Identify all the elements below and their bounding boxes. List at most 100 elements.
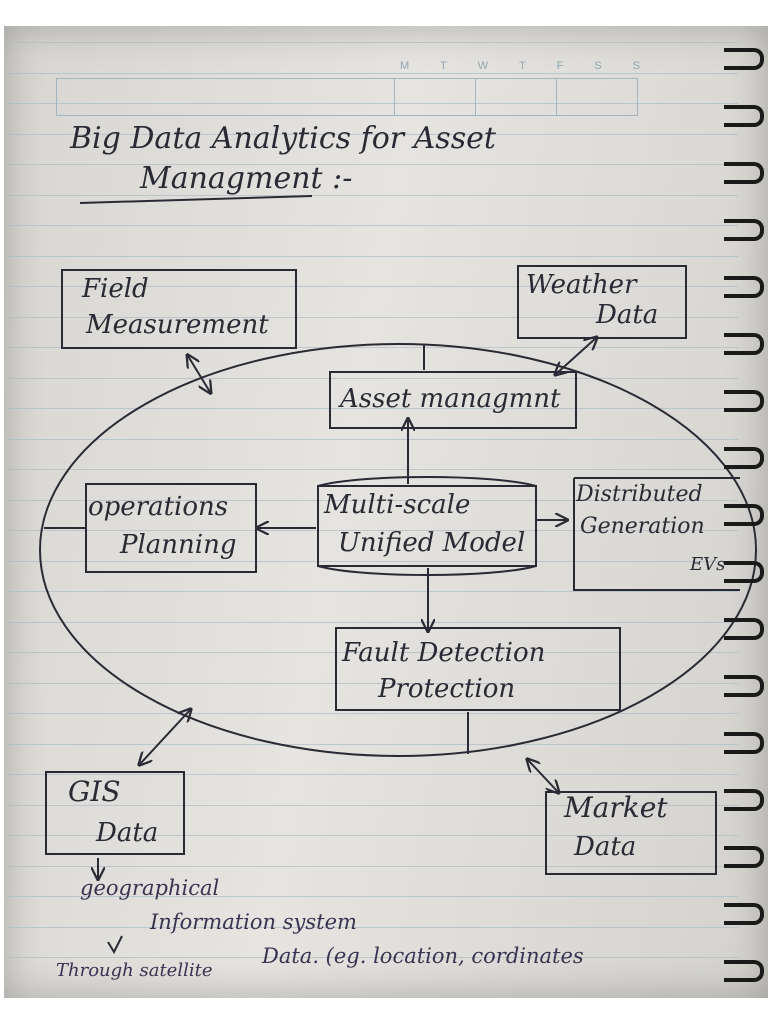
ruled-line [8,499,738,501]
ruled-line [8,133,738,135]
date-cell [395,79,477,115]
weather-data-label-2: Data [596,300,659,330]
connector-arrow [556,338,596,374]
ruled-line [8,957,738,958]
ruled-line [8,835,738,836]
title-underline [79,195,313,204]
gis-data-label-2: Data [96,818,159,848]
weekday-label: T [440,60,447,72]
date-box-row [56,78,638,116]
ruled-line [8,255,738,257]
weekday-label: T [519,60,526,72]
ruled-line [8,682,738,684]
ruled-line [8,347,738,348]
page-title-line2: Managment :- [140,161,353,196]
system-ellipse [39,343,757,757]
weekday-label: S [594,60,602,72]
operations-planning-label-2: Planning [120,530,237,560]
gis-data-box [45,771,185,855]
spiral-coil [724,105,764,127]
spiral-coil [724,333,764,355]
ruled-line [8,469,738,470]
spiral-coil [724,618,764,640]
fault-detection-box [335,627,621,711]
distributed-generation-label-2: Generation [580,514,705,539]
ruled-line [8,774,738,775]
ruled-line [8,896,738,897]
footnote-right: Data. (eg. location, cordinates [262,944,584,968]
weather-data-box [517,265,687,339]
market-data-label-1: Market [564,791,668,824]
field-measurement-label-1: Field [82,274,149,304]
ruled-line [8,591,738,592]
ruled-line [8,713,738,714]
spiral-coil [724,48,764,70]
page-title-line1: Big Data Analytics for Asset [70,121,496,156]
spiral-coil [724,504,764,526]
distributed-generation-label-1: Distributed [576,482,703,507]
ruled-line [8,621,738,623]
ruled-line [8,560,738,562]
spiral-coil [724,219,764,241]
market-data-box [545,791,717,875]
ruled-line [8,408,738,409]
notebook-page [4,26,768,998]
ruled-line [8,377,738,379]
check-mark [107,935,123,955]
spiral-coil [724,732,764,754]
footnote-left: Through satellite [56,960,213,981]
weekday-label: W [477,60,489,72]
spiral-binding [724,30,768,990]
ruled-line [8,164,738,165]
weekday-label: M [400,60,410,72]
operations-planning-label-1: operations [88,492,229,522]
fault-detection-label-1: Fault Detection [342,638,546,668]
spiral-coil [724,561,764,583]
spiral-coil [724,903,764,925]
spiral-coil [724,675,764,697]
fault-detection-label-2: Protection [378,674,516,704]
ruled-line [8,530,738,531]
spiral-coil [724,846,764,868]
ruled-line [8,652,738,653]
date-cell [57,79,396,115]
field-measurement-label-2: Measurement [86,310,269,340]
spiral-coil [724,960,764,982]
asset-management-box [329,371,577,429]
ruled-line [8,926,738,928]
weekday-header: M T W T F S S [400,60,640,72]
weekday-label: F [556,60,564,72]
date-cell [476,79,558,115]
ruled-line [8,72,738,74]
distributed-generation-label-3: EVs [690,554,726,575]
connector-arrow [188,356,210,392]
gis-note-line2: Information system [150,910,357,934]
asset-management-label: Asset managmnt [340,384,561,414]
field-measurement-box [61,269,297,349]
ruled-line [8,804,738,806]
unified-model-label-2: Unified Model [338,528,526,558]
ruled-line [8,438,738,440]
gis-note-line1: geographical [80,876,220,900]
spiral-coil [724,447,764,469]
ruled-line [8,286,738,287]
weekday-label: S [632,60,640,72]
ruled-line [8,316,738,318]
ruled-line [8,743,738,745]
ruled-line [8,865,738,867]
weather-data-label-1: Weather [526,270,637,300]
market-data-label-2: Data [574,832,637,862]
ruled-line [8,194,738,196]
spiral-coil [724,390,764,412]
spiral-coil [724,789,764,811]
distributed-generation-box [573,477,740,591]
spiral-coil [724,162,764,184]
connector-arrow [528,760,558,792]
unified-model-label-1: Multi-scale [324,490,471,520]
connector-arrow [140,710,190,764]
ruled-line [8,225,738,226]
spiral-coil [724,276,764,298]
ruled-line [8,42,738,43]
